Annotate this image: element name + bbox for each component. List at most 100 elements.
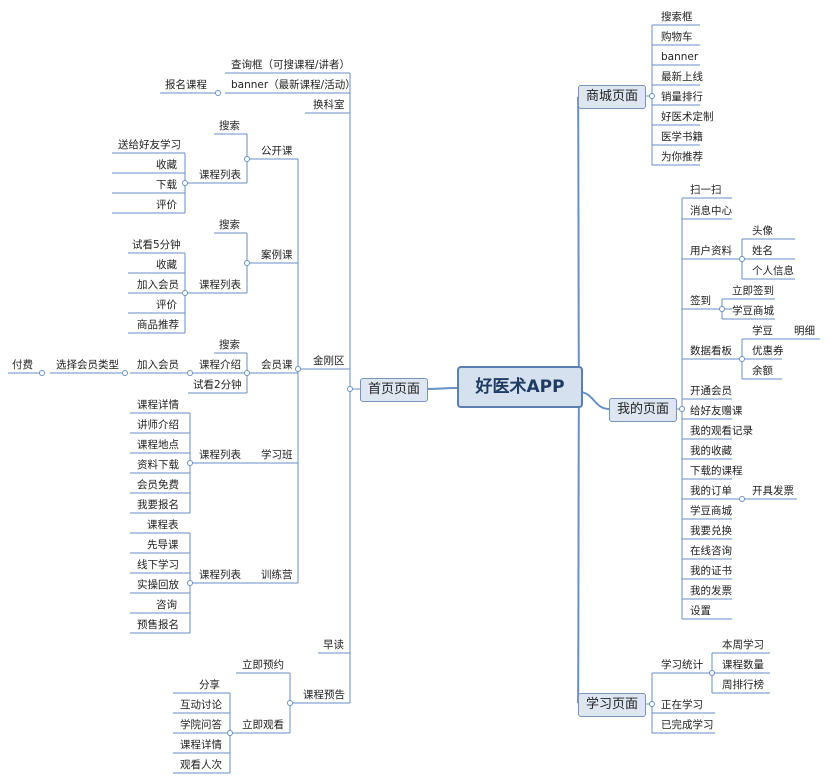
home-subitem[interactable]: 报名课程 — [165, 79, 207, 91]
mall-item[interactable]: 为你推荐 — [661, 151, 703, 163]
mine-item[interactable]: 签到 — [690, 295, 711, 307]
list-item[interactable]: 课程地点 — [137, 439, 179, 451]
mine-item[interactable]: 消息中心 — [690, 205, 732, 217]
list-item[interactable]: 我要报名 — [137, 499, 179, 511]
list-item[interactable]: 评价 — [156, 199, 177, 211]
jingang-item[interactable]: 训练营 — [261, 569, 293, 581]
jingang-item[interactable]: 学习班 — [261, 449, 293, 461]
list-item[interactable]: 加入会员 — [137, 279, 179, 291]
course-sub[interactable]: 搜索 — [219, 339, 240, 351]
list-item[interactable]: 会员免费 — [137, 479, 179, 491]
mall-item[interactable]: 销量排行 — [661, 91, 703, 103]
mine-item[interactable]: 我的收藏 — [690, 445, 732, 457]
list-item[interactable]: 实操回放 — [137, 579, 179, 591]
list-item[interactable]: 评价 — [156, 299, 177, 311]
jingang-item[interactable]: 案例课 — [261, 249, 293, 261]
list-item[interactable]: 分享 — [199, 679, 220, 691]
junction-dot — [187, 460, 193, 466]
list-item[interactable]: 互动讨论 — [180, 699, 222, 711]
list-item[interactable]: 学院问答 — [180, 719, 222, 731]
mine-subsubitem[interactable]: 明细 — [794, 325, 815, 337]
study-item[interactable]: 正在学习 — [661, 699, 703, 711]
list-item[interactable]: 收藏 — [156, 159, 177, 171]
mine-subitem[interactable]: 姓名 — [752, 245, 773, 257]
list-item[interactable]: 预售报名 — [137, 619, 179, 631]
course-sub[interactable]: 课程列表 — [199, 569, 241, 581]
mine-subitem[interactable]: 头像 — [752, 225, 773, 237]
home-item[interactable]: 课程预告 — [303, 689, 345, 701]
mine-item[interactable]: 设置 — [690, 605, 711, 617]
root-node[interactable]: 好医术APP — [457, 366, 583, 408]
mine-item[interactable]: 学豆商城 — [690, 505, 732, 517]
list-item[interactable]: 观看人次 — [180, 759, 222, 771]
course-sub[interactable]: 搜索 — [219, 120, 240, 132]
list-item[interactable]: 线下学习 — [137, 559, 179, 571]
list-item[interactable]: 课程详情 — [180, 739, 222, 751]
mine-subitem[interactable]: 余额 — [752, 365, 773, 377]
mine-item[interactable]: 开通会员 — [690, 385, 732, 397]
list-item[interactable]: 咨询 — [156, 599, 177, 611]
jingang-item[interactable]: 会员课 — [261, 359, 293, 371]
mall-item[interactable]: 最新上线 — [661, 71, 703, 83]
mall-item[interactable]: 好医术定制 — [661, 111, 714, 123]
mine-item[interactable]: 数据看板 — [690, 345, 732, 357]
mine-subitem[interactable]: 开具发票 — [752, 485, 794, 497]
mall-item[interactable]: 医学书籍 — [661, 131, 703, 143]
mall-item[interactable]: 搜索框 — [661, 11, 693, 23]
mine-subitem[interactable]: 学豆 — [752, 325, 773, 337]
mine-subitem[interactable]: 立即签到 — [732, 285, 774, 297]
mine-item[interactable]: 我的观看记录 — [690, 425, 753, 437]
mine-subitem[interactable]: 个人信息 — [752, 265, 794, 277]
home-item[interactable]: 金刚区 — [313, 355, 345, 367]
list-item[interactable]: 送给好友学习 — [118, 139, 181, 151]
course-sub[interactable]: 试看2分钟 — [193, 379, 242, 391]
list-item[interactable]: 课程详情 — [137, 399, 179, 411]
study-subitem[interactable]: 课程数量 — [722, 659, 764, 671]
list-item[interactable]: 试看5分钟 — [132, 239, 181, 251]
list-item[interactable]: 下载 — [156, 179, 177, 191]
home-item[interactable]: 早读 — [323, 639, 344, 651]
connector — [577, 397, 580, 705]
mall-item[interactable]: 购物车 — [661, 31, 693, 43]
list-item[interactable]: 先导课 — [147, 539, 179, 551]
mine-item[interactable]: 我的证书 — [690, 565, 732, 577]
mine-item[interactable]: 我的发票 — [690, 585, 732, 597]
mine-item[interactable]: 我要兑换 — [690, 525, 732, 537]
mine-item[interactable]: 给好友赠课 — [690, 405, 743, 417]
mall-item[interactable]: banner — [661, 51, 699, 63]
home-item[interactable]: banner（最新课程/活动） — [231, 79, 356, 91]
branch-mine[interactable]: 我的页面 — [609, 398, 677, 422]
mine-item[interactable]: 在线咨询 — [690, 545, 732, 557]
mine-subitem[interactable]: 学豆商城 — [732, 305, 774, 317]
course-sub[interactable]: 课程列表 — [199, 279, 241, 291]
course-sub[interactable]: 课程列表 — [199, 449, 241, 461]
list-item[interactable]: 商品推荐 — [137, 319, 179, 331]
home-item[interactable]: 查询框（可搜课程/讲者） — [231, 59, 351, 71]
list-item[interactable]: 选择会员类型 — [56, 359, 119, 371]
list-item[interactable]: 加入会员 — [137, 359, 179, 371]
mine-item[interactable]: 扫一扫 — [690, 184, 722, 196]
mine-subitem[interactable]: 优惠券 — [752, 345, 784, 357]
list-item[interactable]: 资料下载 — [137, 459, 179, 471]
study-subitem[interactable]: 本周学习 — [722, 639, 764, 651]
study-subitem[interactable]: 周排行榜 — [722, 679, 764, 691]
preview-sub[interactable]: 立即预约 — [242, 659, 284, 671]
mine-item[interactable]: 下载的课程 — [690, 465, 743, 477]
course-sub[interactable]: 搜索 — [219, 219, 240, 231]
list-item[interactable]: 收藏 — [156, 259, 177, 271]
list-item[interactable]: 讲师介绍 — [137, 419, 179, 431]
preview-sub[interactable]: 立即观看 — [242, 719, 284, 731]
home-item[interactable]: 换科室 — [313, 99, 345, 111]
mine-item[interactable]: 用户资料 — [690, 245, 732, 257]
branch-mall[interactable]: 商城页面 — [578, 85, 646, 109]
branch-study[interactable]: 学习页面 — [578, 693, 646, 717]
list-item[interactable]: 课程表 — [147, 519, 179, 531]
list-item[interactable]: 付费 — [12, 359, 33, 371]
study-item[interactable]: 学习统计 — [661, 659, 703, 671]
branch-home[interactable]: 首页页面 — [360, 378, 428, 402]
course-sub[interactable]: 课程列表 — [199, 169, 241, 181]
course-sub[interactable]: 课程介绍 — [199, 359, 241, 371]
jingang-item[interactable]: 公开课 — [261, 145, 293, 157]
study-item[interactable]: 已完成学习 — [661, 719, 714, 731]
mine-item[interactable]: 我的订单 — [690, 485, 732, 497]
